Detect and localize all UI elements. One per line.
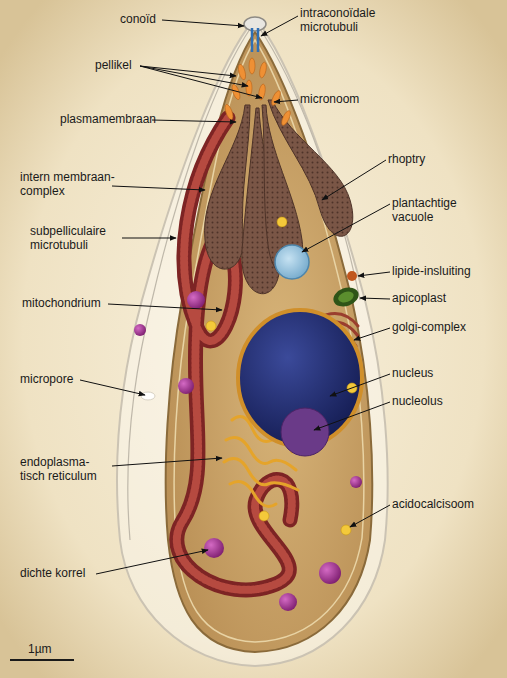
leader-line bbox=[330, 374, 390, 396]
microneme bbox=[270, 89, 282, 106]
part-label: plasmamembraan bbox=[60, 112, 156, 126]
part-label: micronoom bbox=[300, 92, 359, 106]
acidocalcisome bbox=[341, 525, 351, 535]
leader-line bbox=[358, 272, 390, 276]
leader-line bbox=[152, 120, 236, 122]
dense-granule-group bbox=[134, 291, 362, 611]
part-label: nucleolus bbox=[392, 394, 443, 408]
microneme bbox=[223, 103, 234, 120]
er-tubule bbox=[230, 482, 276, 507]
dense-granule bbox=[178, 378, 194, 394]
leader-line bbox=[322, 160, 386, 200]
apicoplast-inner bbox=[337, 290, 355, 305]
part-label: dichte korrel bbox=[20, 566, 85, 580]
leader-line bbox=[261, 16, 298, 36]
leader-line bbox=[302, 204, 390, 252]
microneme-group bbox=[223, 58, 292, 127]
outer-pellicle bbox=[117, 18, 388, 666]
part-label: lipide-insluiting bbox=[392, 264, 471, 278]
leader-line bbox=[140, 66, 248, 86]
part-label: golgi-complex bbox=[392, 320, 466, 334]
microneme bbox=[249, 58, 255, 74]
conoid bbox=[244, 17, 266, 31]
dense-granule bbox=[350, 476, 362, 488]
cell-body bbox=[166, 32, 373, 652]
leader-line bbox=[112, 186, 205, 190]
acidocalcisome bbox=[206, 321, 216, 331]
part-label: nucleus bbox=[392, 366, 433, 380]
dense-granule bbox=[279, 593, 297, 611]
er-tubule bbox=[224, 458, 298, 490]
leader-line bbox=[350, 505, 390, 527]
rhoptry bbox=[268, 100, 353, 236]
leader-line bbox=[112, 458, 222, 466]
dense-granule bbox=[187, 291, 205, 309]
scale-bar bbox=[10, 659, 74, 661]
dense-granule bbox=[204, 538, 224, 558]
microneme bbox=[258, 62, 267, 79]
leader-line bbox=[162, 20, 244, 26]
lipid-body bbox=[347, 271, 357, 281]
part-label: intraconoïdale microtubuli bbox=[300, 6, 400, 34]
leader-line bbox=[314, 402, 390, 430]
acidocalcisome-group bbox=[206, 217, 357, 535]
part-label: 1µm bbox=[28, 642, 52, 656]
leader-lines bbox=[80, 16, 390, 574]
leader-line bbox=[354, 328, 390, 340]
part-label: micropore bbox=[20, 372, 73, 386]
leader-line bbox=[140, 66, 262, 98]
dense-granule bbox=[319, 562, 341, 584]
part-label: mitochondrium bbox=[22, 296, 101, 310]
acidocalcisome bbox=[259, 511, 269, 521]
apicoplast bbox=[331, 284, 362, 310]
leader-line bbox=[274, 100, 298, 102]
intraconoid-microtubule bbox=[257, 28, 260, 52]
part-label: pellikel bbox=[95, 58, 132, 72]
nucleolus bbox=[281, 408, 329, 456]
microneme bbox=[280, 109, 292, 126]
part-label: apicoplast bbox=[392, 291, 446, 305]
leader-line bbox=[108, 304, 222, 310]
part-label: endoplasma- tisch reticulum bbox=[20, 455, 115, 483]
part-label: conoïd bbox=[120, 12, 156, 26]
intraconoid-microtubule bbox=[251, 28, 254, 52]
part-label: intern membraan- complex bbox=[20, 170, 128, 198]
leader-line bbox=[96, 550, 208, 574]
dense-granule bbox=[134, 324, 146, 336]
inner-membrane-complex bbox=[174, 40, 364, 642]
microneme bbox=[237, 63, 247, 80]
acidocalcisome bbox=[277, 217, 287, 227]
part-label: acidocalcisoom bbox=[392, 497, 474, 511]
micropore bbox=[141, 392, 155, 400]
part-label: rhoptry bbox=[388, 152, 425, 166]
part-label: subpelliculaire microtubuli bbox=[30, 224, 130, 252]
leader-line bbox=[122, 238, 176, 239]
leader-line bbox=[360, 298, 390, 299]
plantlike-vacuole bbox=[275, 245, 309, 279]
leader-line bbox=[80, 380, 145, 395]
part-label: plantachtige vacuole bbox=[392, 196, 482, 224]
